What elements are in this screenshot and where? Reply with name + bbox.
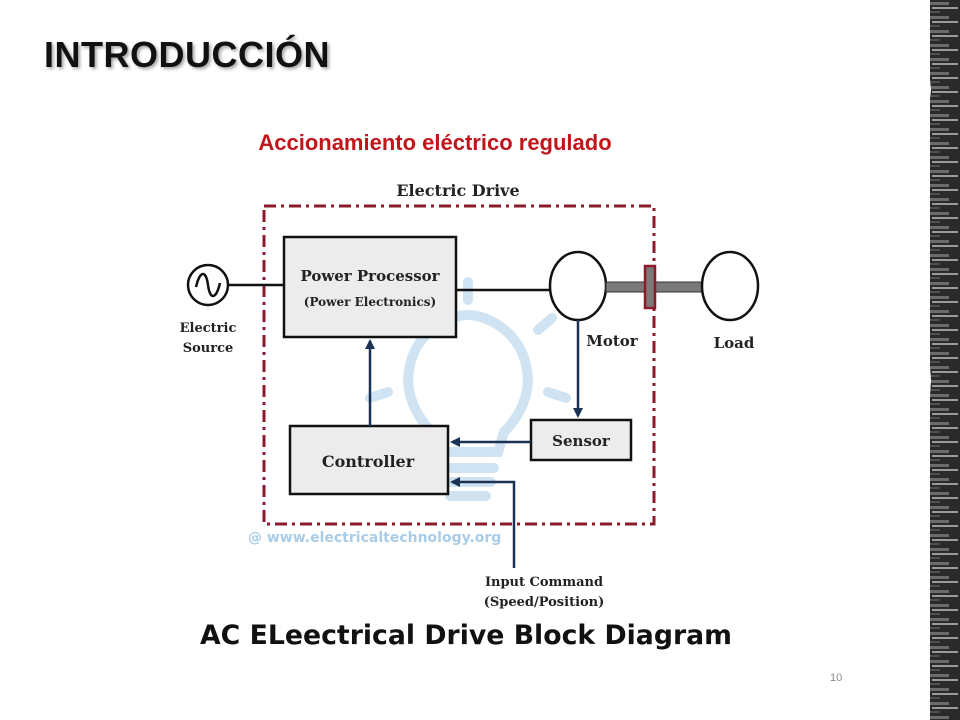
- controller-label: Controller: [322, 452, 415, 471]
- ac-source-symbol: [186, 263, 230, 307]
- input-command-label: Input Command: [485, 575, 603, 590]
- shaft-coupling: [643, 264, 657, 310]
- electric-drive-diagram: Electric Drive Electric Source Power Pro…: [180, 181, 760, 651]
- sensor-label: Sensor: [552, 432, 611, 450]
- slide-subtitle: Accionamiento eléctrico regulado: [258, 130, 612, 155]
- motor-symbol: [548, 250, 608, 322]
- power-processor-label: Power Processor: [300, 267, 440, 285]
- electric-drive-label: Electric Drive: [396, 181, 519, 200]
- slide-title: INTRODUCCIÓN: [44, 34, 330, 75]
- diagram-caption: AC ELeectrical Drive Block Diagram: [200, 620, 732, 651]
- input-command-sublabel: (Speed/Position): [484, 595, 605, 610]
- sensor-block: [529, 418, 633, 462]
- torn-edge-border: [922, 0, 960, 720]
- electric-source-label-line1: Electric: [180, 321, 237, 336]
- electric-source-label-line2: Source: [183, 341, 234, 356]
- power-electronics-label: (Power Electronics): [304, 295, 436, 309]
- power-processor-block: [282, 235, 458, 339]
- watermark-text: @ www.electricaltechnology.org: [248, 530, 501, 546]
- motor-label: Motor: [586, 332, 639, 350]
- controller-block: [288, 424, 450, 496]
- load-symbol: [700, 250, 760, 322]
- electric-drive-boundary: [262, 204, 656, 526]
- page-number: 10: [830, 672, 843, 684]
- input-command-arrow: [450, 477, 516, 568]
- load-label: Load: [714, 334, 755, 352]
